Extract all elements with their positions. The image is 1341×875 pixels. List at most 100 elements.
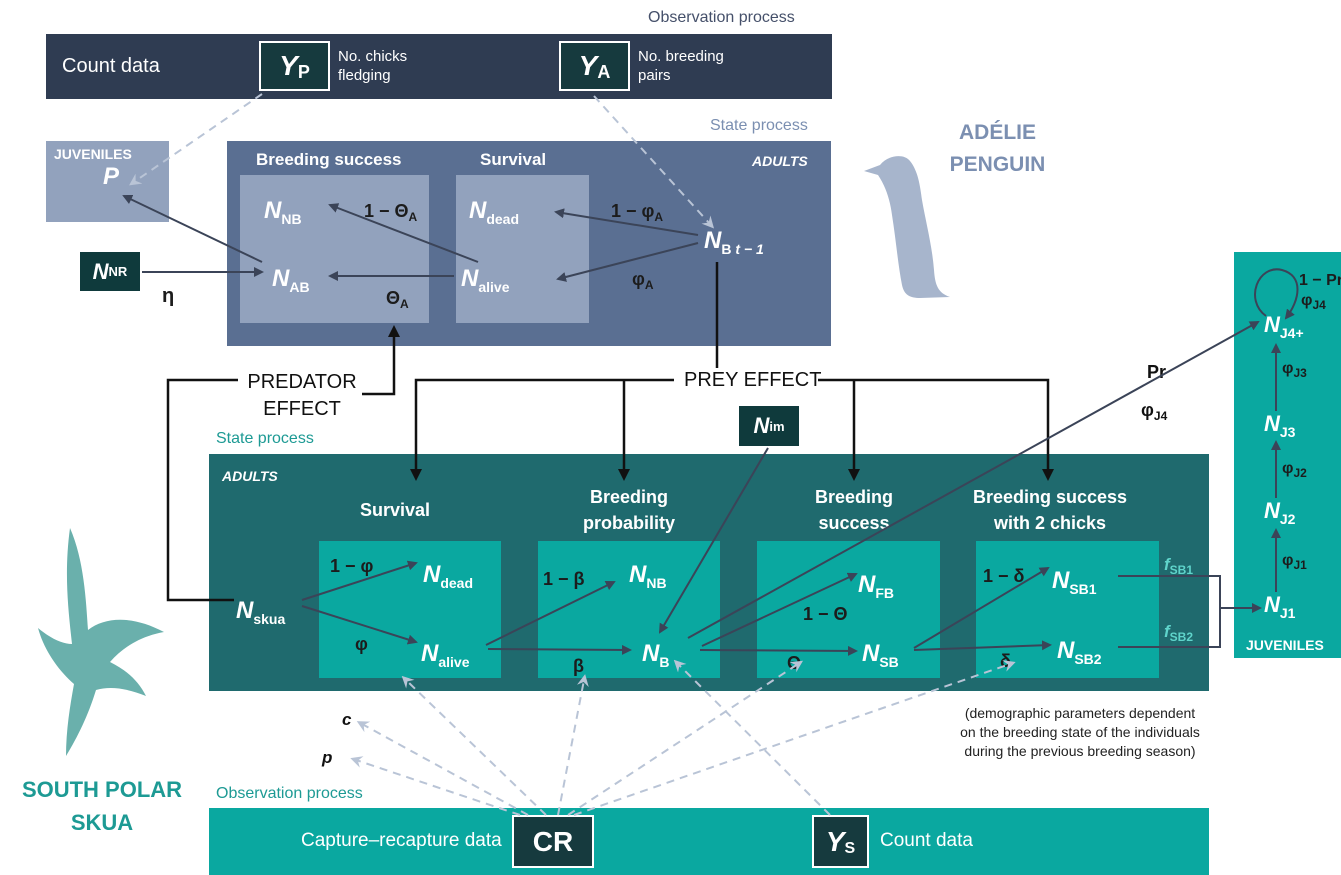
adelie-state-process-label: State process	[710, 117, 808, 134]
ya-subscript: A	[597, 61, 611, 82]
bt-to-alive-arrow	[556, 242, 699, 282]
prey-effect-line	[410, 378, 674, 481]
n-j1-node: NJ1	[1264, 592, 1296, 621]
adelie-breeding-success-label: Breeding success	[256, 150, 402, 169]
cr-to-delta	[573, 660, 1016, 816]
skua-one-minus-theta: 1 − Θ	[803, 604, 848, 624]
n-j3-node: NJ3	[1264, 411, 1296, 440]
b-to-fb	[701, 572, 858, 647]
skua-n-skua-node: Nskua	[236, 597, 286, 627]
skua-n-b-node: NB	[642, 640, 670, 670]
adelie-count-data-label: Count data	[62, 55, 160, 77]
skua-breeding-success-2-panel	[976, 541, 1159, 678]
cr-to-alive	[401, 675, 547, 816]
alive-to-nb-arrow	[328, 203, 479, 263]
b-to-sb	[699, 645, 858, 656]
phi-j3-label: φJ3	[1282, 360, 1307, 380]
p-param-label: p	[322, 748, 333, 767]
adelie-n-dead-node: Ndead	[469, 197, 520, 227]
ya-desc-line1: No. breeding	[638, 48, 724, 65]
skua-n-alive-node: Nalive	[421, 640, 470, 670]
c-param-label: c	[342, 710, 352, 729]
phi-j4-juv-label: φJ4	[1301, 292, 1326, 312]
skua-juveniles-box	[1234, 252, 1341, 658]
adelie-count-data-bar	[46, 34, 832, 99]
ya-symbol: Y	[578, 50, 598, 81]
skua-phi: φ	[355, 634, 368, 654]
adelie-n-nb-node: NNB	[264, 197, 302, 227]
skua-n-nb-node: NNB	[629, 561, 667, 591]
skua-to-alive	[301, 605, 418, 645]
ys-to-b	[673, 659, 831, 816]
adelie-phi: φA	[632, 269, 654, 292]
skua-n-sb2-node: NSB2	[1057, 637, 1102, 667]
skua-one-minus-beta: 1 − β	[543, 569, 585, 589]
skua-n-sb1-node: NSB1	[1052, 567, 1097, 597]
adelie-breeding-success-panel	[240, 175, 429, 323]
skua-state-process-label: State process	[216, 430, 314, 447]
sb-to-j1	[1118, 575, 1221, 648]
adelie-juveniles-label: JUVENILES	[54, 146, 132, 162]
nim-to-b	[658, 447, 769, 634]
alive-to-b	[487, 644, 632, 655]
adelie-theta: ΘA	[386, 288, 409, 311]
adelie-n-ab-node: NAB	[272, 265, 310, 295]
cr-variable-box: CR	[512, 815, 594, 868]
adelie-one-minus-phi: 1 − φA	[611, 201, 664, 224]
adelie-n-alive-node: Nalive	[461, 265, 510, 295]
adelie-n-bt-node: NB t − 1	[704, 227, 764, 257]
adelie-survival-label: Survival	[480, 150, 547, 169]
penguin-silhouette-icon	[864, 156, 950, 298]
pr-label: Pr	[1147, 362, 1167, 382]
skua-one-minus-phi: 1 − φ	[330, 556, 374, 576]
phi-j1-label: φJ1	[1282, 552, 1307, 572]
prey-to-2chicks	[818, 378, 1054, 481]
skua-observation-process-label: Observation process	[216, 785, 363, 802]
adelie-one-minus-theta: 1 − ΘA	[364, 201, 418, 224]
nab-to-p-arrow	[122, 194, 263, 263]
ya-description: No. breeding pairs	[638, 47, 724, 85]
bt-to-dead-arrow	[554, 208, 699, 236]
cr-to-p	[350, 756, 521, 816]
alive-to-nb	[485, 581, 616, 646]
predator-effect-line	[166, 378, 238, 602]
skua-n-dead-node: Ndead	[423, 561, 474, 591]
sb-to-sb2	[913, 640, 1052, 651]
n-j4-node: NJ4+	[1264, 312, 1304, 341]
adelie-adults-label: ADULTS	[752, 153, 808, 169]
skua-to-dead	[301, 560, 418, 601]
predator-effect-arrow	[362, 325, 400, 396]
skua-adults-label: ADULTS	[222, 468, 278, 484]
p-node: P	[103, 163, 120, 190]
skua-survival-label: Survival	[360, 500, 431, 520]
f-sb2-label: fSB2	[1164, 622, 1194, 644]
phi-j4-label: φJ4	[1141, 400, 1168, 423]
cr-to-c	[356, 721, 529, 816]
one-minus-pr-label: 1 − Pr	[1299, 272, 1341, 289]
yp-desc-line2: fledging	[338, 67, 391, 84]
b-to-j4	[687, 321, 1260, 639]
cr-to-theta	[567, 660, 804, 816]
yp-description: No. chicks fledging	[338, 47, 407, 85]
skua-n-sb-node: NSB	[862, 640, 899, 670]
adelie-eta: η	[162, 285, 175, 307]
yp-symbol: Y	[279, 50, 298, 81]
capture-recapture-label: Capture–recapture data	[301, 830, 502, 851]
skua-juveniles-label: JUVENILES	[1246, 637, 1324, 653]
n-j2-node: NJ2	[1264, 498, 1296, 527]
yp-subscript: P	[297, 61, 310, 82]
sb-to-sb1	[913, 566, 1050, 649]
skua-observation-bar	[209, 808, 1209, 875]
cr-to-beta	[557, 674, 589, 816]
skua-one-minus-delta: 1 − δ	[983, 566, 1025, 586]
